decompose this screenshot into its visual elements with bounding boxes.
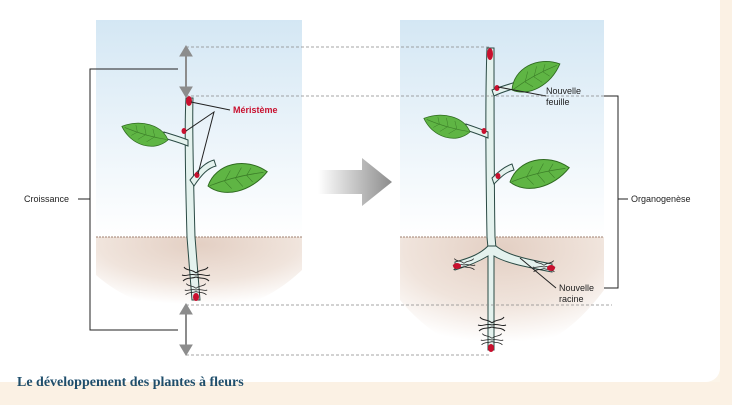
new-leaf-label-line1: Nouvelle: [546, 86, 582, 96]
growth-arrows: [179, 45, 193, 356]
organogenesis-bracket: [604, 95, 619, 289]
right-apical-meristem: [487, 48, 493, 60]
right-lateral-root-meristem-left: [453, 263, 461, 269]
new-root-label: Nouvelle racine: [559, 283, 594, 305]
right-stem: [485, 47, 497, 249]
new-root-label-line2: racine: [559, 294, 584, 304]
page-margin-right: [720, 0, 732, 405]
meristem-label: Méristème: [233, 105, 278, 115]
new-leaf-label: Nouvelle feuille: [546, 86, 581, 108]
figure-caption: Le développement des plantes à fleurs: [17, 375, 244, 390]
growth-label: Croissance: [24, 194, 70, 204]
left-root-meristem: [193, 293, 199, 301]
guide-lines: [186, 46, 612, 356]
left-panel: [96, 20, 302, 312]
right-lateral-root-meristem-right: [547, 265, 555, 271]
new-root-label-line1: Nouvelle: [559, 283, 595, 293]
new-leaf-label-line2: feuille: [546, 97, 570, 107]
right-panel: [400, 20, 604, 354]
left-apical-meristem: [186, 96, 192, 106]
right-root-system: [454, 245, 553, 351]
right-root-meristem: [488, 344, 494, 352]
organogenesis-label: Organogenèse: [631, 194, 691, 204]
transition-arrow: [318, 158, 392, 206]
page-margin-bottom: [0, 382, 732, 405]
